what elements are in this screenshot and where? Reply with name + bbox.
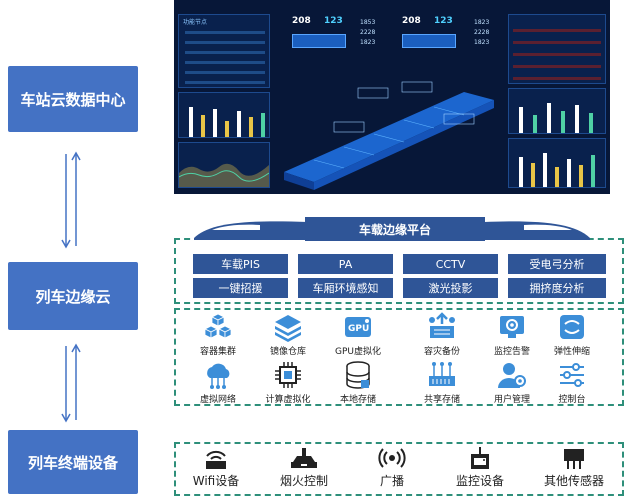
function-laser-projection: 激光投影 — [403, 278, 498, 298]
function-cctv: CCTV — [403, 254, 498, 274]
smoke-detector-icon — [291, 448, 317, 468]
service-compute-virtualization: 计算虚拟化 — [250, 360, 326, 405]
service-label: GPU虚拟化 — [335, 347, 381, 357]
service-label: 计算虚拟化 — [265, 395, 311, 405]
dashboard-count: 208 — [402, 16, 421, 26]
service-label: 容器集群 — [199, 347, 236, 357]
service-label: 用户管理 — [493, 395, 530, 405]
function-onboard-pis: 车载PIS — [193, 254, 288, 274]
service-elastic-scaling: 弹性伸缩 — [534, 312, 610, 357]
device-label: Wifi设备 — [192, 474, 240, 488]
device-label: 广播 — [379, 474, 404, 488]
service-label: 共享存储 — [423, 395, 460, 405]
service-virtual-network: 虚拟网络 — [180, 360, 256, 405]
device-label: 烟火控制 — [279, 474, 328, 488]
service-label: 弹性伸缩 — [553, 347, 590, 357]
service-disaster-backup: 容灾备份 — [404, 312, 480, 357]
bidirectional-arrow-upper — [61, 151, 81, 249]
dashboard-reading: 1823 — [474, 39, 490, 46]
monitor-device-icon — [471, 447, 489, 469]
dashboard-reading: 1823 — [474, 19, 490, 26]
station-cloud-dashboard: 功能节点 208 123 208 123 1853 2228 1823 1823… — [174, 0, 610, 194]
cube-cluster-icon — [204, 313, 232, 339]
terminal-devices-frame — [174, 442, 624, 496]
dashboard-panel-title: 功能节点 — [183, 19, 208, 26]
dashboard-bar-panel-left — [178, 92, 270, 138]
dashboard-count: 123 — [434, 16, 453, 26]
device-other-sensors: 其他传感器 — [534, 446, 614, 489]
dashboard-node-panel: 功能节点 — [178, 14, 270, 88]
backup-icon — [429, 312, 455, 338]
wifi-router-icon — [206, 450, 226, 469]
service-console: 控制台 — [534, 360, 610, 405]
monitor-gear-icon — [500, 316, 524, 338]
service-gpu-virtualization: GPU GPU虚拟化 — [320, 312, 396, 357]
service-container-cluster: 容器集群 — [180, 312, 256, 357]
device-wifi: Wifi设备 — [176, 446, 256, 489]
function-pa: PA — [298, 254, 393, 274]
dashboard-reading: 2228 — [474, 29, 490, 36]
broadcast-icon — [378, 448, 406, 468]
gpu-icon: GPU — [345, 317, 371, 337]
train-head-right-icon — [484, 221, 590, 240]
sensor-icon — [564, 449, 584, 469]
device-label: 监控设备 — [455, 474, 504, 488]
dashboard-reading: 1823 — [360, 39, 376, 46]
dashboard-reading: 1853 — [360, 19, 376, 26]
dashboard-count: 123 — [324, 16, 343, 26]
layers-icon — [275, 315, 301, 342]
service-label: 镜像仓库 — [269, 347, 306, 357]
cloud-network-icon — [207, 363, 230, 389]
sliders-icon — [560, 363, 584, 387]
function-crowding-analysis: 拥挤度分析 — [508, 278, 606, 298]
service-image-registry: 镜像仓库 — [250, 312, 326, 357]
dashboard-bar-panel-right — [508, 88, 606, 134]
tier-station-cloud: 车站云数据中心 — [8, 66, 138, 132]
edge-platform-title: 车载边缘平台 — [305, 217, 485, 241]
service-label: 本地存储 — [339, 395, 376, 405]
user-gear-icon — [498, 363, 526, 388]
service-label: 容灾备份 — [423, 347, 460, 357]
dashboard-wave-panel — [178, 142, 270, 188]
device-label: 其他传感器 — [543, 474, 604, 488]
train-head-left-icon — [194, 221, 308, 240]
service-shared-storage: 共享存储 — [404, 360, 480, 405]
service-monitor-alarm: 监控告警 — [474, 312, 550, 357]
tier-train-edge-cloud: 列车边缘云 — [8, 262, 138, 330]
shared-storage-icon — [429, 362, 455, 386]
elastic-icon — [560, 315, 584, 339]
device-monitoring: 监控设备 — [440, 446, 520, 489]
service-label: 虚拟网络 — [199, 395, 236, 405]
dashboard-bar-panel-right-2 — [508, 138, 606, 188]
service-local-storage: 本地存储 — [320, 360, 396, 405]
dashboard-reading: 2228 — [360, 29, 376, 36]
dashboard-alarm-panel — [508, 14, 606, 84]
chip-icon — [275, 362, 301, 388]
function-one-key-help: 一键招援 — [193, 278, 288, 298]
dashboard-count: 208 — [292, 16, 311, 26]
device-broadcast: 广播 — [352, 446, 432, 489]
device-smoke-control: 烟火控制 — [264, 446, 344, 489]
service-label: 控制台 — [558, 395, 586, 405]
function-pantograph-analysis: 受电弓分析 — [508, 254, 606, 274]
bidirectional-arrow-lower — [61, 343, 81, 423]
service-label: 监控告警 — [493, 347, 530, 357]
database-icon — [346, 361, 370, 389]
edge-services-frame — [174, 308, 624, 406]
dashboard-train-3d — [284, 81, 494, 190]
svg-text:GPU: GPU — [348, 324, 369, 334]
function-cabin-environment: 车厢环境感知 — [298, 278, 393, 298]
tier-train-terminal: 列车终端设备 — [8, 430, 138, 494]
service-user-management: 用户管理 — [474, 360, 550, 405]
